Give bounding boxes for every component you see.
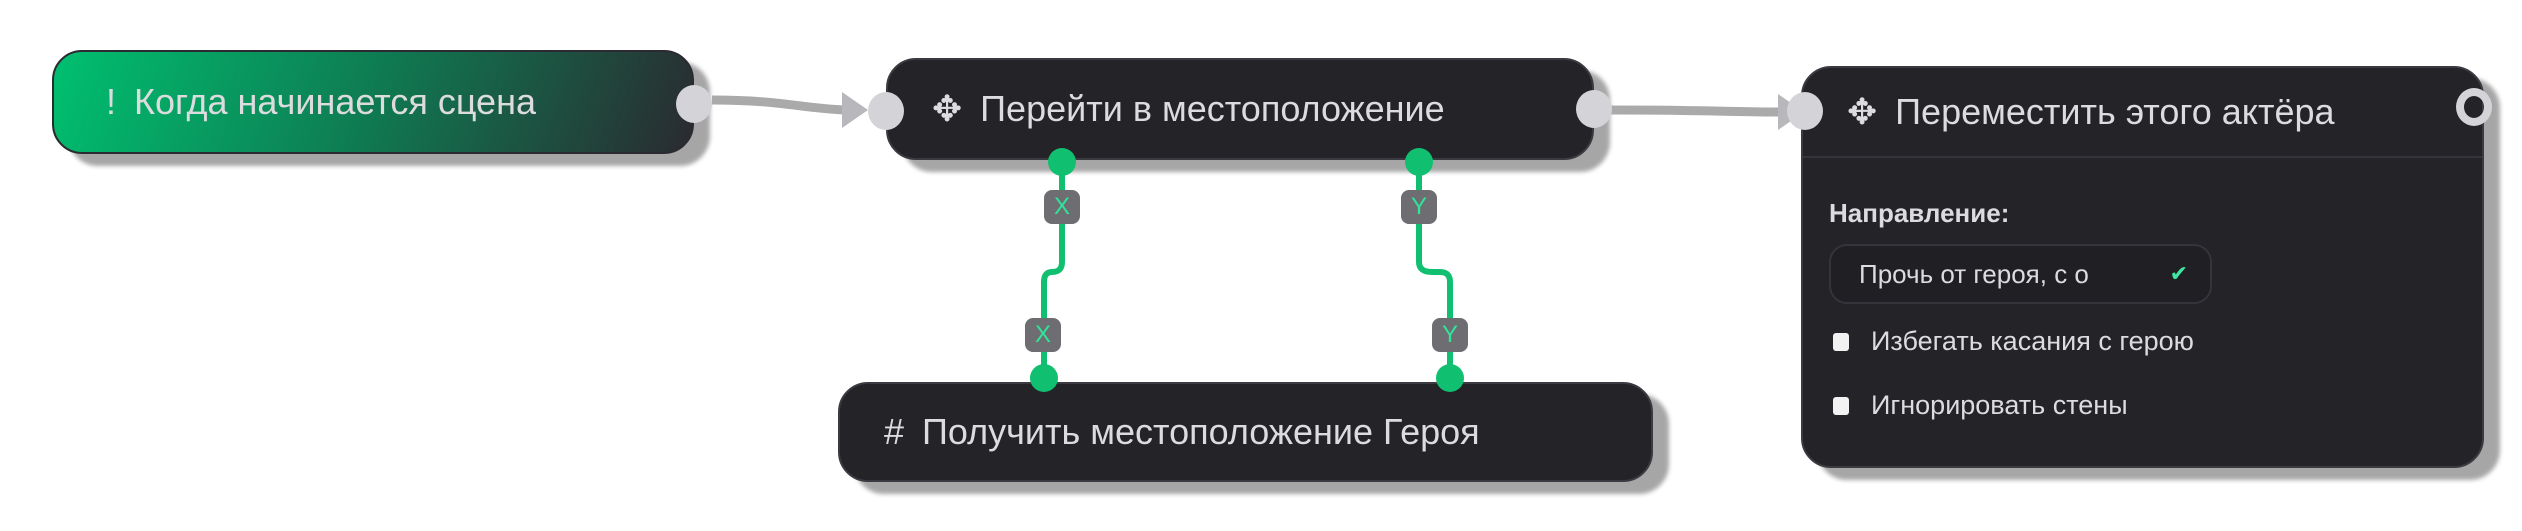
input-pin-y[interactable]	[1405, 148, 1433, 176]
exec-output-port[interactable]	[2456, 88, 2492, 126]
exec-output-port[interactable]	[1576, 90, 1612, 128]
checkbox-label: Игнорировать стены	[1871, 390, 2128, 420]
ignore-walls-checkbox[interactable]: Игнорировать стены	[1833, 390, 2128, 421]
pin-label-y: Y	[1432, 318, 1468, 352]
pin-label-x: X	[1044, 190, 1080, 224]
node-title: Переместить этого актёра	[1895, 91, 2335, 132]
exec-input-port[interactable]	[1787, 92, 1823, 130]
node-move-this-actor[interactable]: ✥ Переместить этого актёра Направление: …	[1801, 66, 2484, 468]
exec-wire-1	[711, 92, 868, 128]
move-arrows-icon: ✥	[932, 88, 963, 129]
direction-select[interactable]: Прочь от героя, с о ✔	[1829, 244, 2212, 304]
node-when-scene-starts[interactable]: ! Когда начинается сцена	[52, 50, 694, 154]
chevron-down-icon: ✔	[2169, 261, 2188, 286]
exec-input-port[interactable]	[868, 92, 904, 130]
hash-icon: #	[884, 411, 905, 452]
node-title: Получить местоположение Героя	[922, 411, 1480, 452]
node-get-hero-location[interactable]: # Получить местоположение Героя	[838, 382, 1653, 482]
checkbox[interactable]	[1833, 332, 1849, 351]
output-pin-x[interactable]	[1030, 364, 1058, 392]
exclamation-icon: !	[106, 81, 117, 122]
pin-label-y: Y	[1401, 190, 1437, 224]
output-pin-y[interactable]	[1436, 364, 1464, 392]
input-pin-x[interactable]	[1048, 148, 1076, 176]
pin-label-x: X	[1025, 318, 1061, 352]
data-wire-x	[1041, 162, 1065, 380]
exec-output-port[interactable]	[676, 85, 712, 123]
node-header: ✥ Переместить этого актёра	[1803, 68, 2482, 158]
exec-wire-2	[1609, 94, 1804, 130]
avoid-hero-checkbox[interactable]: Избегать касания с герою	[1833, 326, 2194, 357]
node-title: Перейти в местоположение	[980, 88, 1445, 129]
checkbox-label: Избегать касания с герою	[1871, 326, 2194, 356]
move-arrows-icon: ✥	[1847, 91, 1878, 132]
direction-label: Направление:	[1829, 198, 2010, 228]
direction-value: Прочь от героя, с о	[1859, 258, 2089, 289]
checkbox[interactable]	[1833, 396, 1849, 415]
node-title: Когда начинается сцена	[134, 81, 536, 122]
node-go-to-location[interactable]: ✥ Перейти в местоположение	[886, 58, 1594, 160]
data-wire-y	[1416, 162, 1453, 380]
